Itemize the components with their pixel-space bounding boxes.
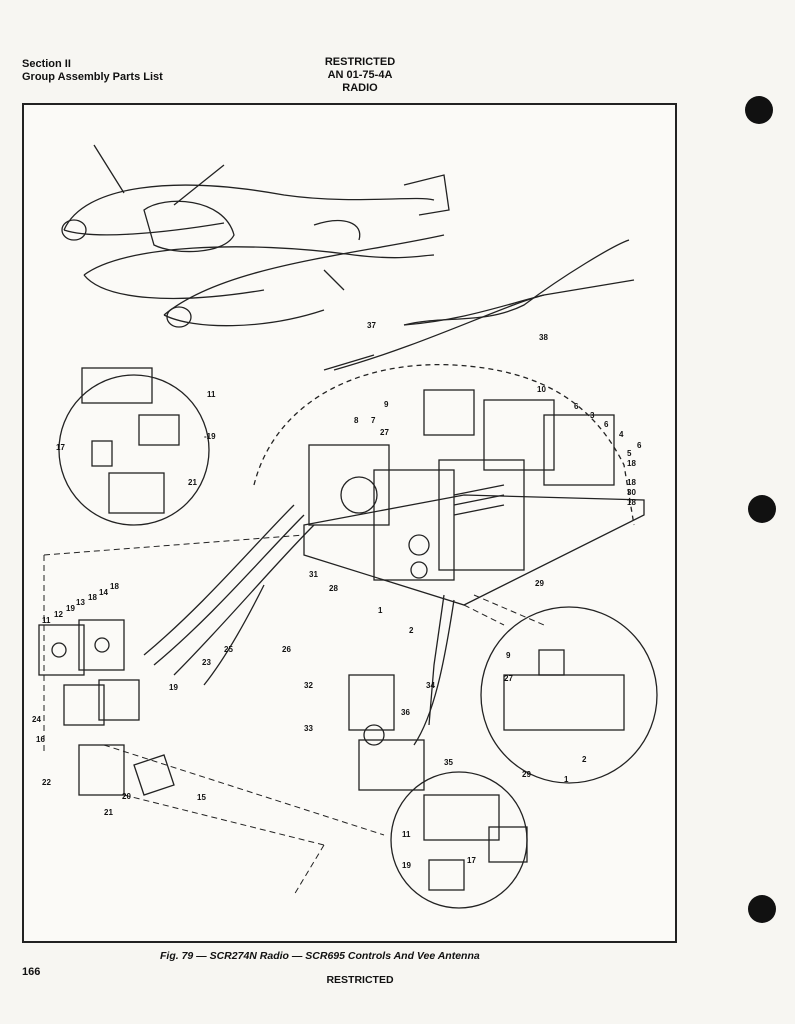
binder-hole-top	[745, 96, 773, 124]
callout-34: 34	[426, 681, 435, 690]
callout-27: 27	[380, 428, 389, 437]
callout-6c: 6	[637, 441, 642, 450]
callout-4: 4	[619, 430, 624, 439]
figure-frame: 11 -19 17 21 37 38 10 9 6 3 6 7 8 27 4 6…	[22, 103, 677, 943]
callout-37: 37	[367, 321, 376, 330]
callout-35: 35	[444, 758, 453, 767]
callout-29: 29	[535, 579, 544, 588]
callout-13: 13	[76, 598, 85, 607]
callout-18e: 18	[110, 582, 119, 591]
callout-33: 33	[304, 724, 313, 733]
callout-18c: 18	[627, 498, 636, 507]
subject-label: RADIO	[342, 82, 378, 94]
callout-9b: 9	[506, 651, 511, 660]
callout-18a: 18	[627, 459, 636, 468]
callout-6b: 6	[604, 420, 609, 429]
callout-2b: 2	[582, 755, 587, 764]
callout-27b: 27	[504, 674, 513, 683]
callout-10: 10	[537, 385, 546, 394]
section-label: Section II	[22, 58, 71, 70]
callout-17b: 17	[467, 856, 476, 865]
inset-circle-top-left	[58, 374, 210, 526]
callout-12: 12	[54, 610, 63, 619]
callout-15: 15	[197, 793, 206, 802]
callout-28: 28	[329, 584, 338, 593]
callout-25: 25	[224, 645, 233, 654]
callout-2: 2	[409, 626, 414, 635]
callout-11c: 11	[402, 830, 411, 839]
restricted-footer: RESTRICTED	[326, 974, 394, 986]
callout-14: 14	[99, 588, 108, 597]
callout-9: 9	[384, 400, 389, 409]
classification-header: RESTRICTED AN 01-75-4A RADIO	[290, 56, 430, 95]
callout-16: 16	[36, 735, 45, 744]
callout-17-inset: 17	[56, 443, 65, 452]
manual-number: AN 01-75-4A	[327, 69, 393, 81]
binder-hole-middle	[748, 495, 776, 523]
callout-19b: 19	[169, 683, 178, 692]
callout-21-inset: 21	[188, 478, 197, 487]
exploded-view-illustration: 11 -19 17 21 37 38 10 9 6 3 6 7 8 27 4 6…	[32, 144, 658, 909]
callout-1b: 1	[564, 775, 569, 784]
callout-30: 30	[627, 488, 636, 497]
callout-8: 8	[354, 416, 359, 425]
page-number: 166	[22, 966, 41, 978]
callout-6a: 6	[574, 402, 579, 411]
callout-7: 7	[371, 416, 376, 425]
callout-22: 22	[42, 778, 51, 787]
callout-20: 20	[122, 792, 131, 801]
radio-shelf	[303, 389, 645, 606]
callout-3: 3	[590, 411, 595, 420]
aircraft-drawing	[61, 144, 450, 328]
callout-26: 26	[282, 645, 291, 654]
callout-36: 36	[401, 708, 410, 717]
callout-11: 11	[207, 390, 216, 399]
callout-24: 24	[32, 715, 41, 724]
figure-caption: Fig. 79 — SCR274N Radio — SCR695 Control…	[160, 950, 480, 962]
callout-11b: 11	[42, 616, 51, 625]
vee-antenna	[323, 239, 635, 371]
control-boxes	[38, 619, 175, 796]
callout-32: 32	[304, 681, 313, 690]
callout-23: 23	[202, 658, 211, 667]
callout-18d: 18	[88, 593, 97, 602]
callout-labels: 11 -19 17 21 37 38 10 9 6 3 6 7 8 27 4 6…	[32, 321, 642, 870]
section-header: Section II Group Assembly Parts List	[22, 58, 163, 84]
group-label: Group Assembly Parts List	[22, 71, 163, 83]
callout-1: 1	[378, 606, 383, 615]
callout-21: 21	[104, 808, 113, 817]
callout-19-inset: -19	[204, 432, 216, 441]
callout-18b: 18	[627, 478, 636, 487]
callout-19a: 19	[66, 604, 75, 613]
callout-5: 5	[627, 449, 632, 458]
restricted-top: RESTRICTED	[324, 56, 396, 68]
callout-19c: 19	[402, 861, 411, 870]
callout-31: 31	[309, 570, 318, 579]
callout-29b: 29	[522, 770, 531, 779]
callout-38: 38	[539, 333, 548, 342]
binder-hole-bottom	[748, 895, 776, 923]
inset-circle-right	[480, 606, 658, 784]
